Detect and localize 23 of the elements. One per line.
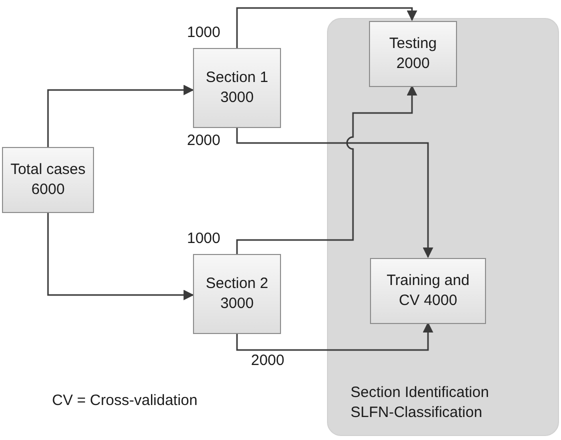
box-text: 6000 [31, 180, 65, 200]
note-text: CV = Cross-validation [52, 392, 198, 409]
process-box [193, 254, 281, 334]
process-box [370, 258, 486, 324]
box-text: Section 1 [206, 68, 268, 88]
box-text: 3000 [220, 88, 254, 108]
connector-arrow [236, 322, 434, 351]
box-text: 3000 [220, 294, 254, 314]
panel-title: Section Identification SLFN-Classification [350, 383, 490, 423]
process-box [369, 21, 457, 87]
box-text: Training and CV 4000 [386, 271, 470, 311]
box-text: Testing [389, 34, 437, 54]
box-text: Section 2 [206, 274, 268, 294]
connector-arrow [47, 213, 194, 300]
connector-arrow [47, 84, 194, 147]
process-box [2, 147, 94, 213]
connector-arrow [236, 7, 418, 48]
process-box [193, 48, 281, 128]
box-text: Total cases [10, 160, 86, 180]
connector-arrow [236, 128, 434, 258]
stage-panel [327, 18, 559, 436]
box-text: 2000 [396, 54, 430, 74]
connector-arrow [236, 84, 418, 254]
